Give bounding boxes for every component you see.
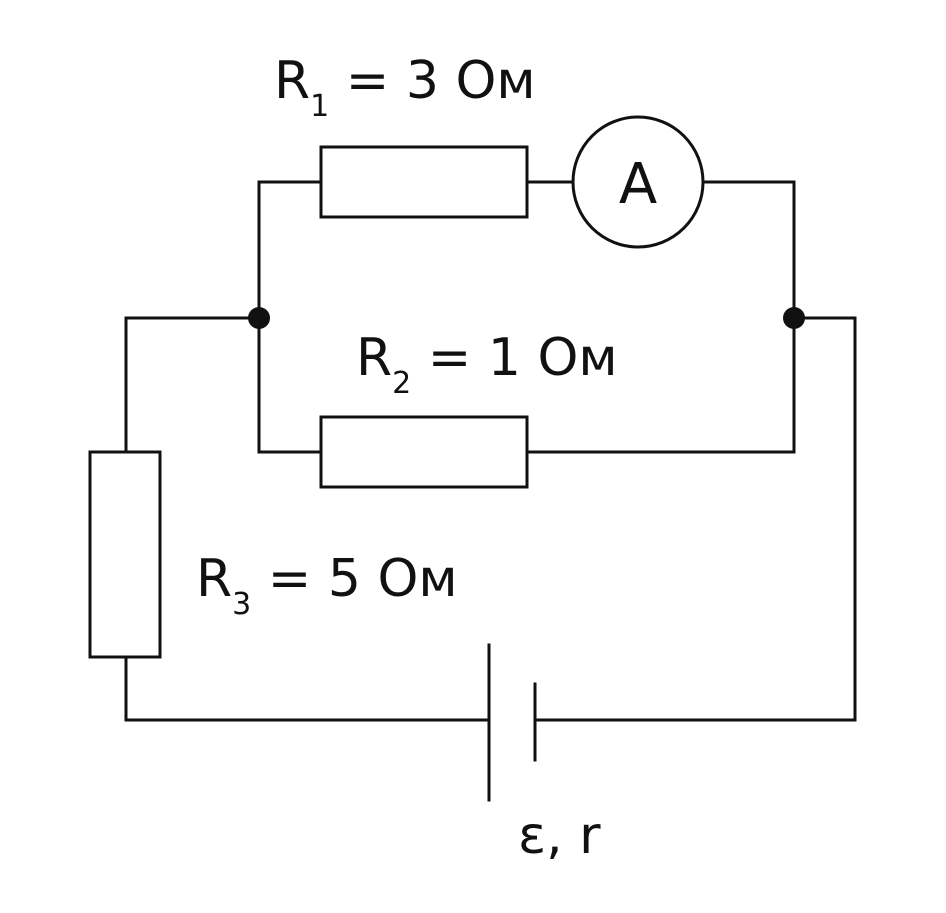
battery — [487, 643, 537, 802]
ammeter: A — [571, 115, 705, 249]
r1-value: = 3 Ом — [329, 51, 535, 111]
r2-symbol: R — [356, 328, 392, 388]
wire-bottom-left — [257, 316, 323, 454]
wire-top-right — [701, 180, 796, 320]
r2-value: = 1 Ом — [411, 328, 617, 388]
r1-symbol: R — [274, 51, 310, 111]
r3-subscript: 3 — [232, 587, 251, 622]
r1-subscript: 1 — [310, 89, 329, 124]
r2-label: R2 = 1 Ом — [356, 328, 618, 401]
ammeter-label: A — [619, 152, 657, 217]
ammeter-circle — [571, 115, 705, 249]
wire-outer-left — [124, 316, 261, 454]
r3-label: R3 = 5 Ом — [196, 549, 458, 622]
wire-top-left — [257, 180, 323, 320]
wire-bottom-right — [525, 316, 796, 454]
r3-symbol: R — [196, 549, 232, 609]
wire-outer-bottom-left — [124, 655, 491, 722]
resistor-r1 — [319, 145, 529, 219]
junction-right — [783, 307, 805, 329]
r1-label: R1 = 3 Ом — [274, 51, 536, 124]
battery-label: ε, r — [518, 806, 601, 866]
resistor-r2 — [319, 415, 529, 489]
wire-outer-right — [533, 316, 857, 722]
junction-left — [248, 307, 270, 329]
resistor-r3 — [88, 450, 162, 659]
r2-subscript: 2 — [392, 366, 411, 401]
wires — [124, 180, 857, 722]
r3-value: = 5 Ом — [251, 549, 457, 609]
